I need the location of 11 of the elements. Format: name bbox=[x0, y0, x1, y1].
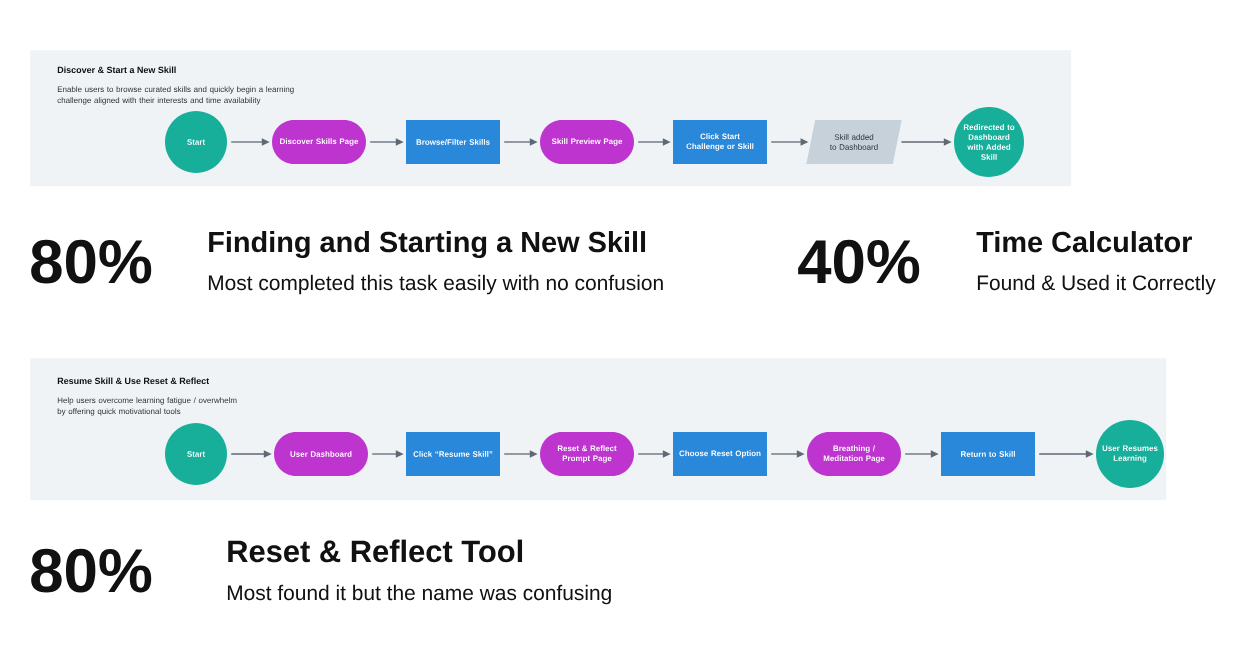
panel-heading: Resume Skill & Use Reset & Reflect bbox=[57, 377, 210, 385]
finding-title: Reset & Reflect Tool bbox=[228, 539, 523, 563]
finding-summary: Most completed this task easily with no confusion bbox=[208, 274, 663, 295]
finding-title: Finding and Starting a New Skill bbox=[209, 231, 646, 259]
percentage-figure: 40% bbox=[798, 239, 920, 284]
finding-title: Time Calculator bbox=[976, 231, 1192, 253]
percentage-figure: 80% bbox=[31, 239, 152, 284]
finding-summary: Most found it but the name was confusing bbox=[227, 584, 611, 605]
percentage-figure: 80% bbox=[31, 548, 152, 593]
panel-heading: Discover & Start a New Skill bbox=[57, 66, 176, 74]
finding-summary: Found & Used it Correctly bbox=[977, 274, 1216, 295]
